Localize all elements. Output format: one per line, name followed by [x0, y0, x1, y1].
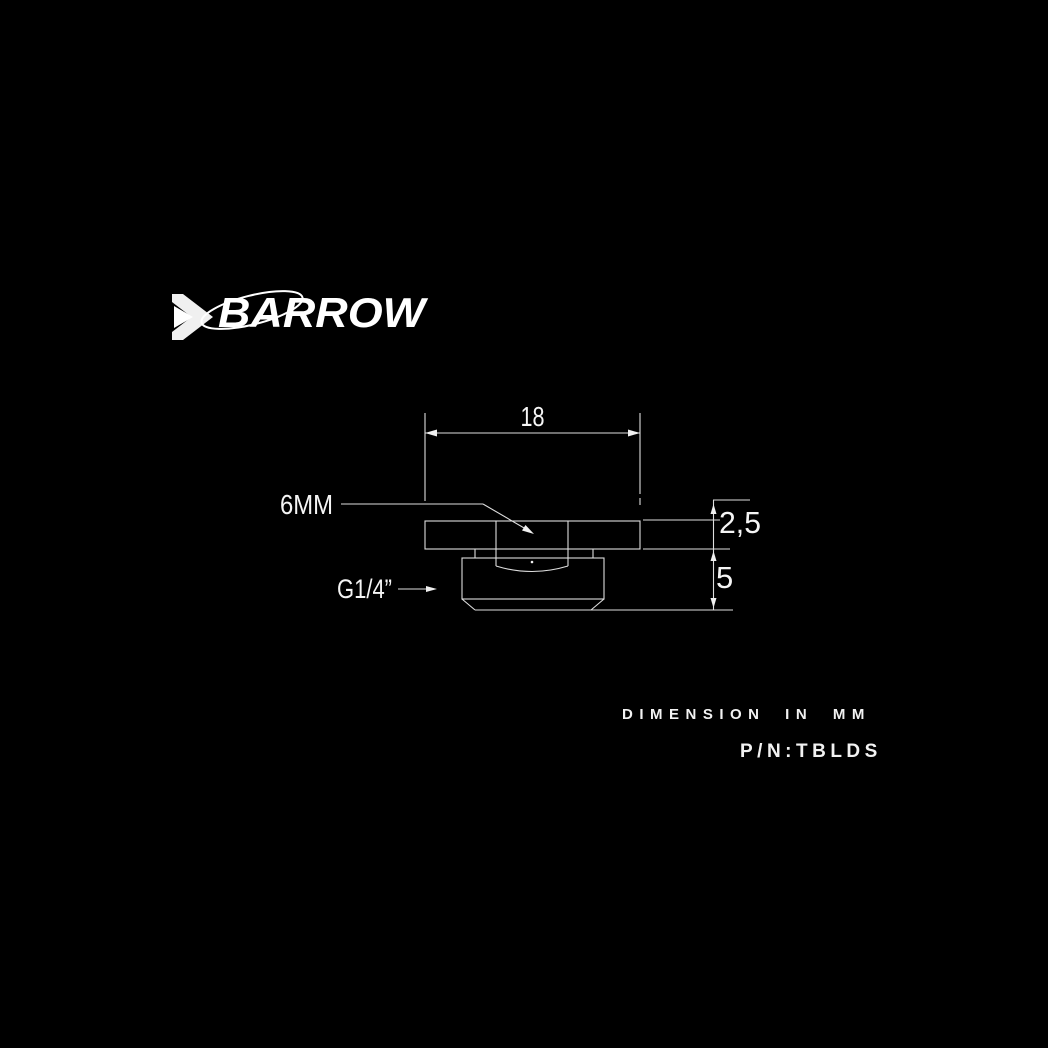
socket-bottom-arc	[495, 565, 569, 572]
arrow-up-icon	[710, 504, 717, 514]
logo-swoosh	[200, 290, 304, 330]
plug-side-view	[424, 520, 733, 611]
height-dim-label: 5	[716, 560, 733, 595]
chevron-inner-triangle-icon	[174, 306, 193, 328]
socket-callout: 6MM	[280, 489, 534, 534]
flange-thickness-label: 2,5	[719, 505, 761, 540]
thread-callout: G1/4”	[337, 574, 437, 604]
socket-center-dot	[530, 560, 534, 564]
chamfer-left	[461, 598, 476, 611]
width-dimension: 18	[424, 401, 641, 505]
chamfer-right	[590, 598, 605, 611]
flange-outline	[424, 520, 641, 550]
part-number: P/N:TBLDS	[740, 741, 882, 762]
leader-arrow-icon	[522, 525, 534, 534]
width-dim-label: 18	[521, 401, 545, 432]
leader-arrow-icon	[426, 586, 437, 592]
brand-wordmark: BARROW	[218, 289, 429, 336]
arrow-right-icon	[628, 429, 640, 437]
leader-line-diagonal	[482, 503, 532, 533]
dimension-note: DIMENSION IN MM	[622, 706, 871, 723]
vertical-dimensions: 2,5 5	[643, 499, 761, 610]
arrow-left-icon	[425, 429, 437, 437]
thread-callout-label: G1/4”	[337, 574, 392, 604]
thread-body-outline	[461, 557, 605, 600]
arrow-up-icon	[710, 551, 717, 561]
barrow-logo: BARROW	[172, 289, 429, 340]
arrow-down-icon	[710, 598, 717, 608]
socket-callout-label: 6MM	[280, 489, 333, 520]
